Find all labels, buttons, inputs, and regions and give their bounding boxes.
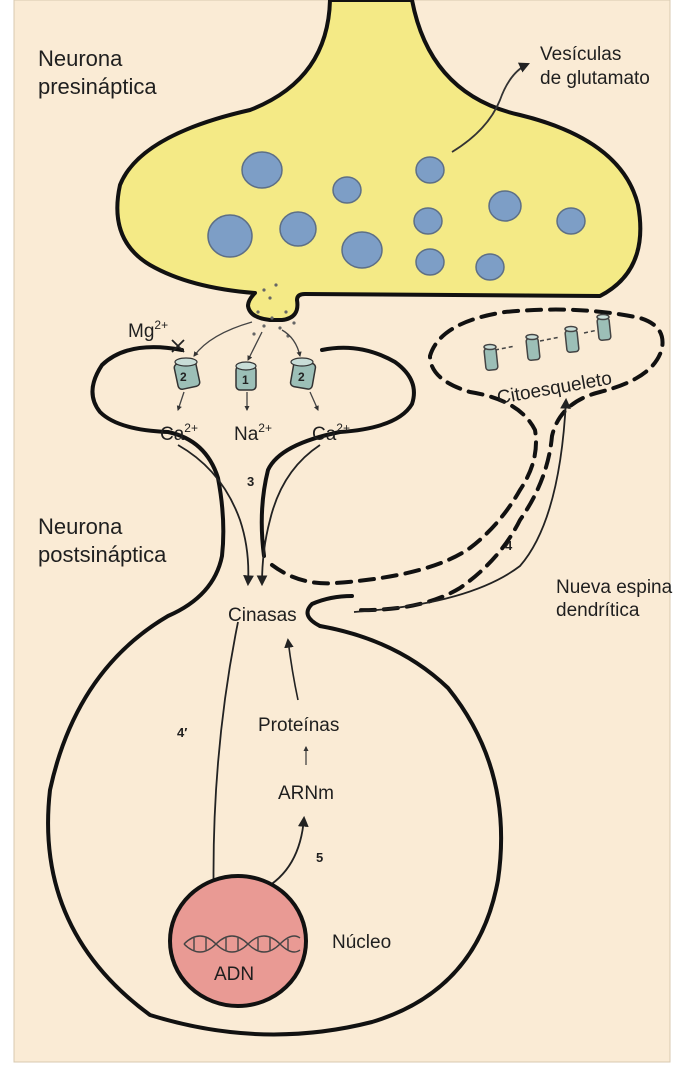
- ampa-channel: 1: [236, 362, 256, 390]
- ion-symbol: Ca: [160, 424, 185, 445]
- vesicle: [208, 215, 252, 257]
- channel-number: 2: [180, 370, 187, 384]
- postsynaptic-label-line1: Neurona: [38, 514, 123, 539]
- nmda-channel-right: 2: [290, 358, 316, 390]
- ion-charge: 2+: [184, 421, 198, 435]
- kinases-label: Cinasas: [228, 605, 297, 626]
- vesicle: [416, 157, 444, 183]
- vesicle: [414, 208, 442, 234]
- vesicle: [280, 212, 316, 246]
- receptor-channels: 2 1 2: [174, 358, 317, 390]
- cytoskeleton-unit: [597, 315, 611, 341]
- step-3-label: 3: [247, 474, 254, 489]
- channel-number: 2: [298, 370, 305, 384]
- vesicles-label-line2: de glutamato: [540, 68, 650, 89]
- ion-symbol: Na: [234, 424, 259, 445]
- nucleus: [170, 876, 306, 1006]
- nucleus-label: Núcleo: [332, 932, 391, 953]
- vesicle: [242, 152, 282, 188]
- step-4-label: 4: [505, 538, 513, 553]
- vesicle: [476, 254, 504, 280]
- new-spine-label-line2: dendrítica: [556, 600, 640, 621]
- channel-number: 1: [242, 373, 249, 387]
- ion-symbol: Ca: [312, 424, 337, 445]
- vesicle: [557, 208, 585, 234]
- mrna-label: ARNm: [278, 783, 334, 804]
- cytoskeleton-unit: [526, 335, 540, 361]
- cytoskeleton-unit: [484, 345, 498, 371]
- cytoskeleton-unit: [565, 327, 579, 353]
- new-spine-label-line1: Nueva espina: [556, 577, 673, 598]
- presynaptic-label-line1: Neurona: [38, 46, 123, 71]
- dna-label: ADN: [214, 964, 254, 985]
- vesicle: [342, 232, 382, 268]
- step-4-prime-label: 4′: [177, 725, 187, 740]
- ion-symbol: Mg: [128, 321, 154, 342]
- presynaptic-label-line2: presináptica: [38, 74, 157, 99]
- ion-charge: 2+: [154, 318, 168, 332]
- vesicle: [333, 177, 361, 203]
- proteins-label: Proteínas: [258, 715, 339, 736]
- vesicle: [489, 191, 521, 221]
- vesicle: [416, 249, 444, 275]
- nmda-channel-left: 2: [174, 358, 201, 390]
- vesicles-label-line1: Vesículas: [540, 44, 621, 65]
- ion-charge: 2+: [258, 421, 272, 435]
- ion-charge: 2+: [336, 421, 350, 435]
- postsynaptic-label-line2: postsináptica: [38, 542, 167, 567]
- step-5-label: 5: [316, 850, 323, 865]
